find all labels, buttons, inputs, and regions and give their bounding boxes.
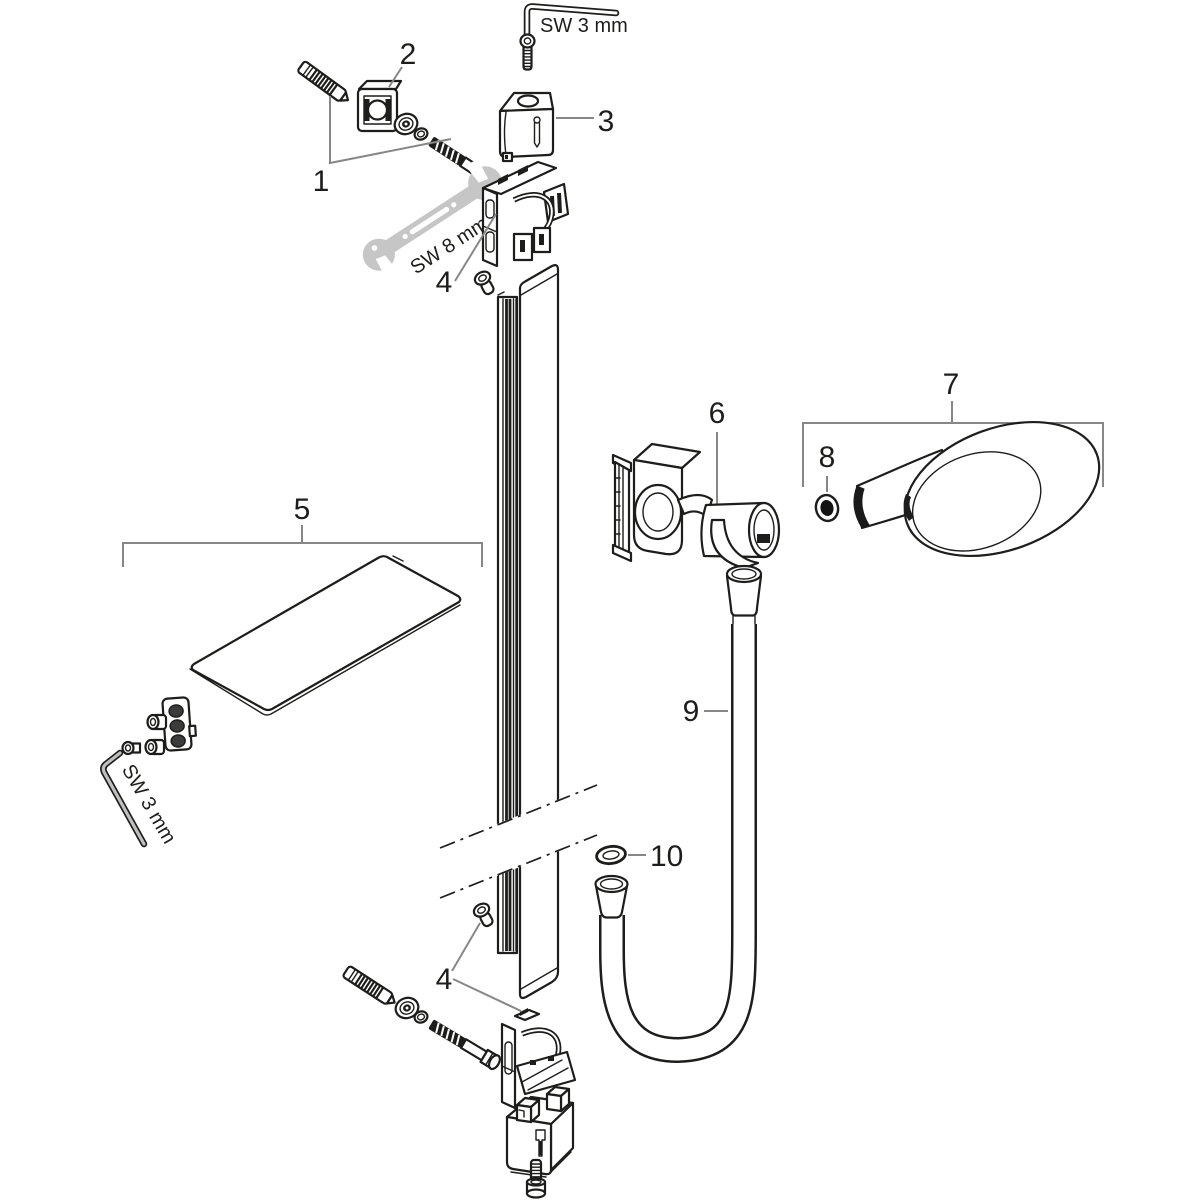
hose-connector-upper	[725, 564, 763, 625]
callout-2: 2	[388, 38, 417, 88]
rail-profile	[496, 291, 519, 955]
washer-upper	[393, 112, 419, 136]
callout-3: 3	[556, 105, 614, 138]
callout-4-bottom: 4	[436, 922, 522, 1012]
gasket-ring	[595, 844, 627, 866]
callout-4-bottom-label: 4	[436, 963, 453, 996]
callout-6: 6	[709, 397, 726, 508]
allen-key-3mm-top-icon	[523, 3, 620, 38]
fixing-screw-bottom	[525, 1158, 547, 1199]
fixing-screw-top	[519, 33, 536, 71]
shelf-adapter-plate	[161, 696, 197, 752]
callout-3-label: 3	[598, 105, 615, 138]
callout-8: 8	[819, 441, 836, 492]
callout-7-label: 7	[943, 368, 960, 401]
callout-10-label: 10	[650, 840, 683, 873]
wall-bracket	[356, 79, 403, 133]
oring-lower	[413, 1010, 429, 1024]
callout-6-label: 6	[709, 397, 726, 430]
hand-shower	[853, 420, 1101, 558]
callout-5-label: 5	[294, 493, 311, 526]
slider-unit	[611, 442, 781, 570]
callout-4-top: 4	[436, 213, 497, 299]
callout-2-label: 2	[400, 38, 417, 71]
shower-hose	[599, 624, 757, 1064]
rail-break	[439, 784, 598, 899]
oring-upper	[413, 127, 429, 141]
end-cap-top	[498, 91, 555, 163]
callout-10: 10	[628, 840, 683, 873]
callout-8-label: 8	[819, 441, 836, 474]
rail-mount-bottom	[500, 1008, 577, 1110]
wall-plug-upper	[297, 60, 350, 102]
callout-4-top-label: 4	[436, 266, 453, 299]
callout-5: 5	[122, 493, 483, 567]
allen-key-shelf-label: SW 3 mm	[117, 761, 180, 848]
washer-lower	[394, 996, 420, 1020]
wall-plug-lower	[342, 965, 396, 1005]
callout-1-label: 1	[313, 165, 330, 198]
allen-key-3mm-shelf-icon	[100, 749, 148, 848]
shelf	[189, 555, 462, 716]
shelf-screw-caps	[144, 713, 168, 756]
stop-pin-bottom	[472, 902, 494, 928]
rail-outer-bar	[518, 264, 560, 1000]
filter-gasket	[814, 493, 840, 523]
callout-9-label: 9	[683, 695, 700, 728]
allen-key-top-label: SW 3 mm	[540, 15, 628, 37]
stop-pin-top	[473, 270, 495, 296]
hose-connector-lower	[594, 874, 629, 919]
shelf-grub-screw	[121, 740, 142, 756]
callout-7: 7	[802, 368, 1104, 487]
mounting-screw-lower	[428, 1020, 501, 1071]
callout-1: 1	[313, 96, 452, 198]
callout-9: 9	[683, 695, 728, 728]
end-cap-bottom	[505, 1085, 575, 1178]
